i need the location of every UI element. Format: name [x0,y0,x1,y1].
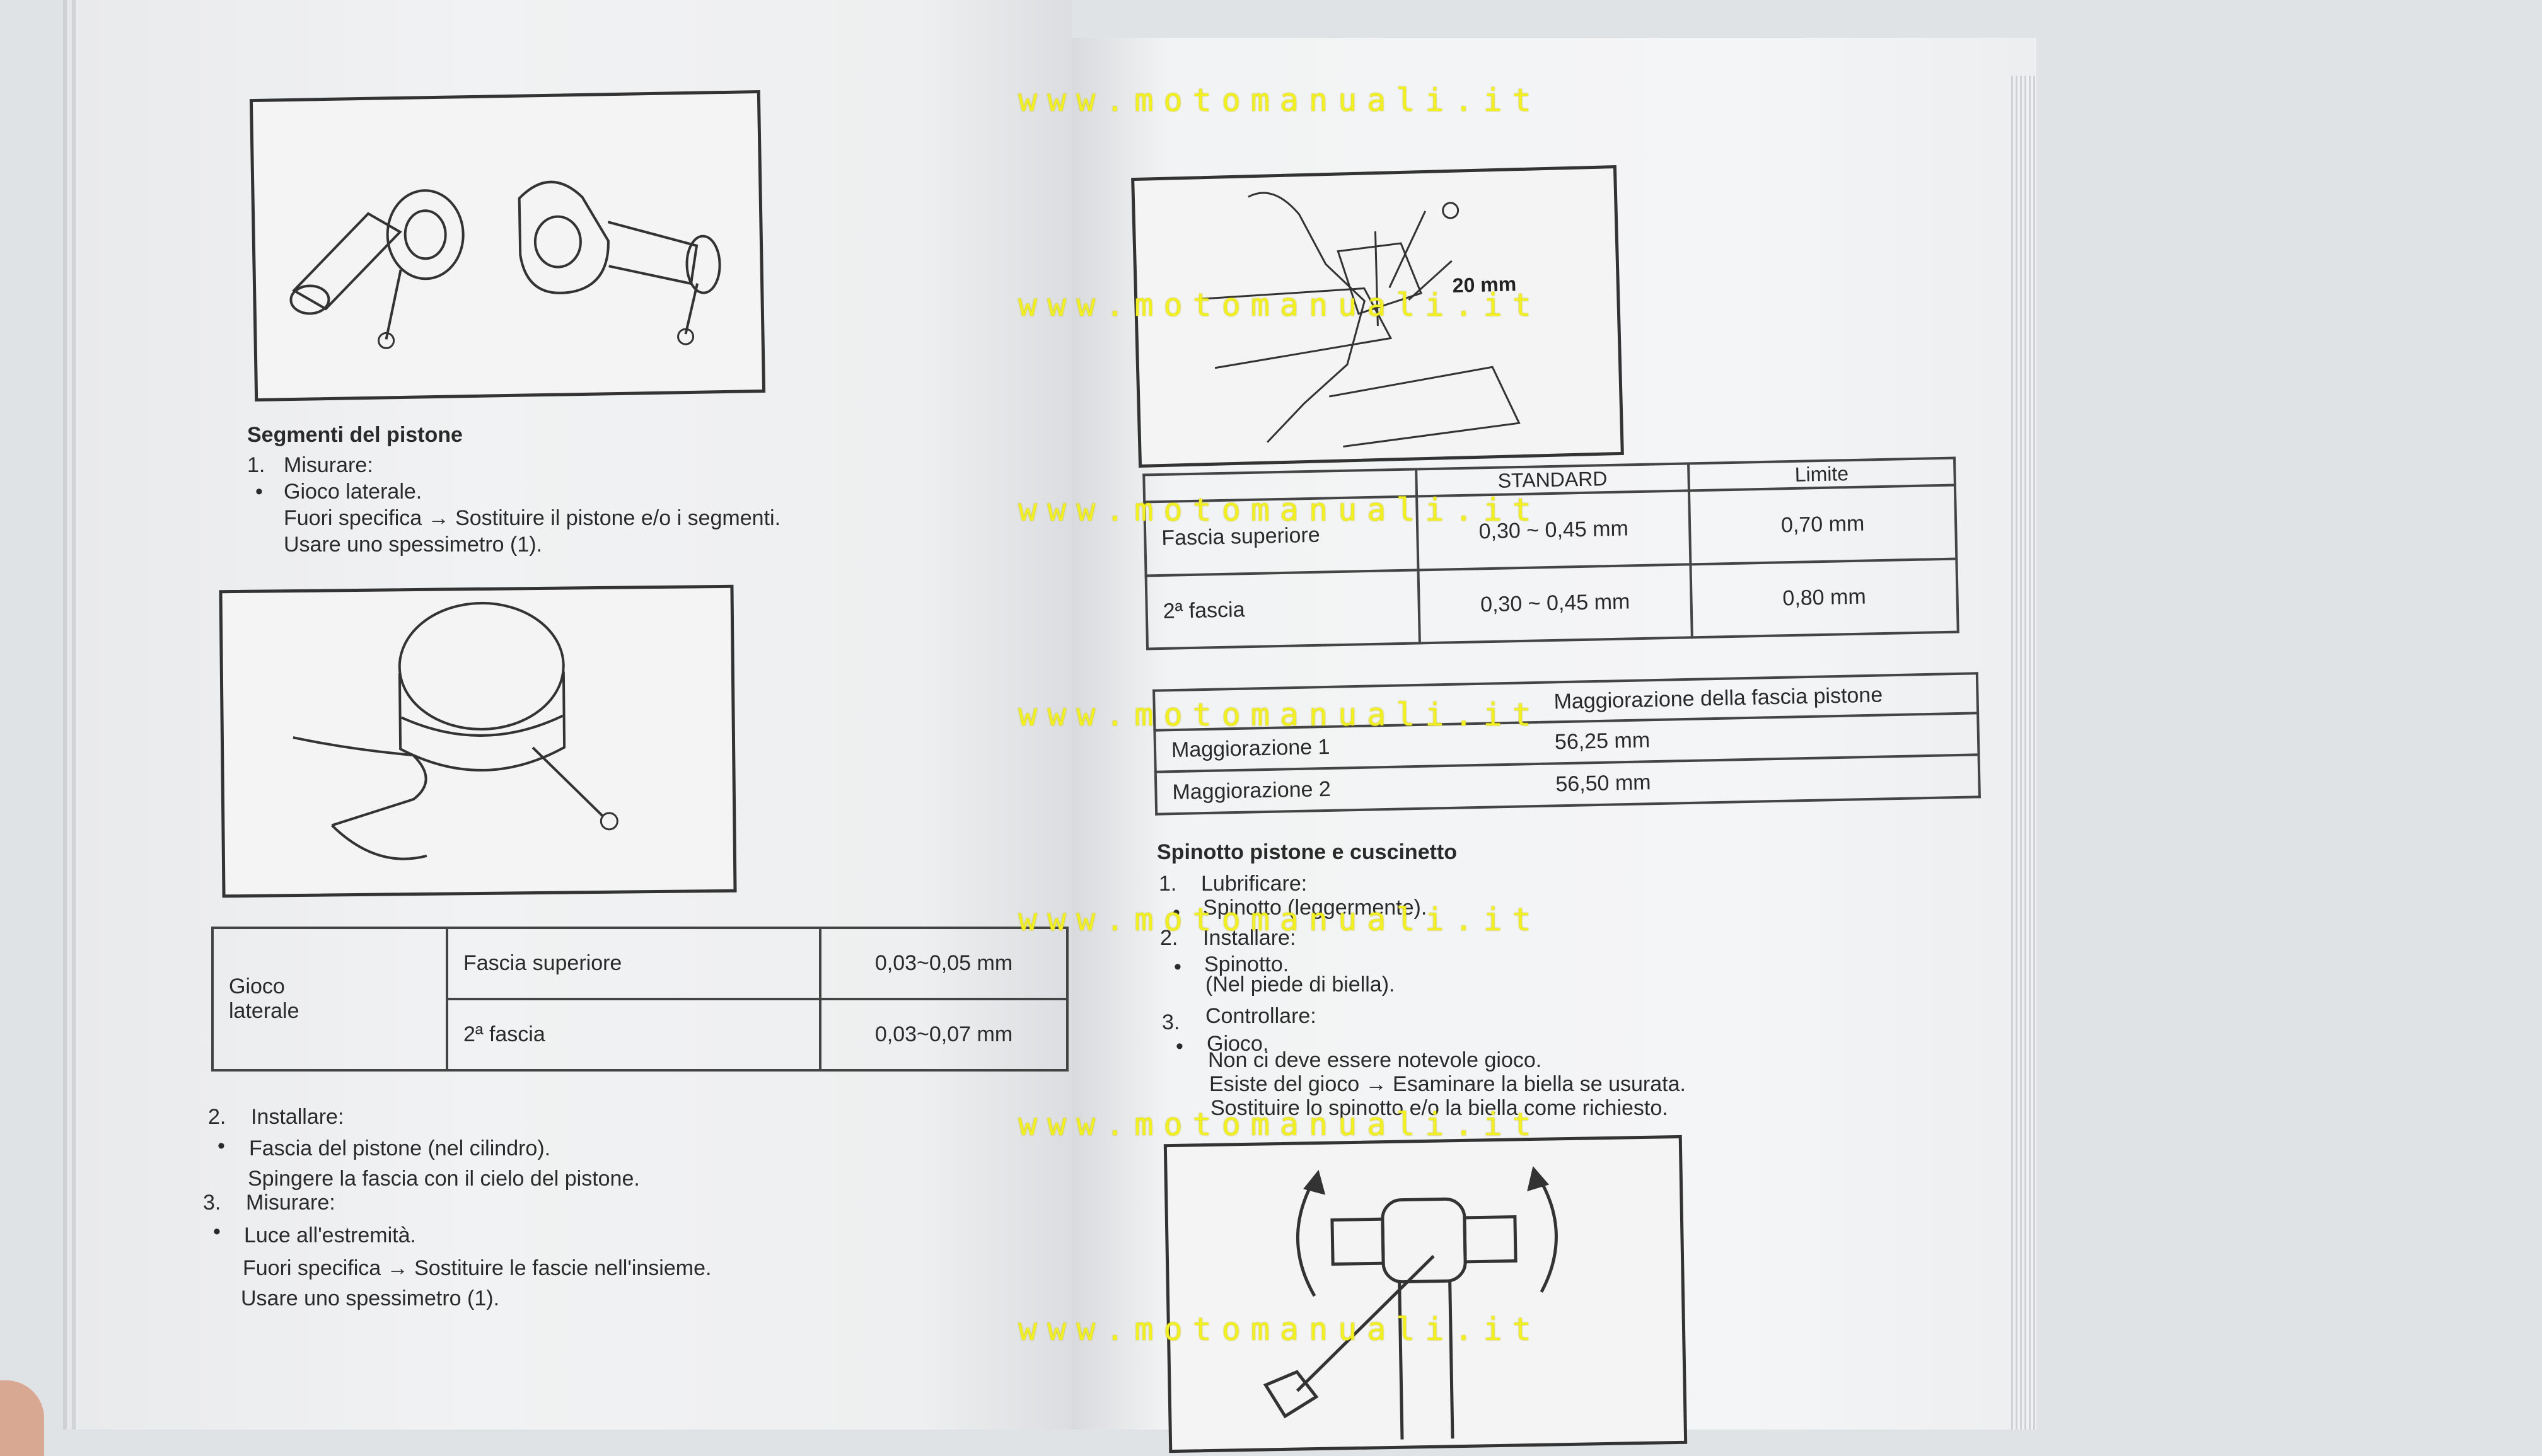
pin-play-figure [1163,1135,1688,1453]
step-number: 1. [1159,872,1177,896]
bullet-text: Gioco laterale. [284,480,422,504]
table-row-header: Gioco laterale [211,927,448,1072]
step-text: Controllare: [1205,1004,1316,1028]
pipe-figure [249,90,766,402]
bullet-icon: • [1174,955,1181,979]
table-cell-label: 2ª fascia [1146,570,1420,649]
table-cell-value: 0,80 mm [1690,558,1958,638]
bullet-text: Fuori specifica → Sostituire il pistone … [284,506,781,530]
table-cell-label: Fascia superiore [446,927,821,1000]
piston-drawing [293,601,618,860]
table-cell-value: 0,03~0,05 mm [819,927,1069,1000]
step-number: 1. [247,453,265,477]
bullet-text: Usare uno spessimetro (1). [284,533,543,557]
bullet-text: (Nel piede di biella). [1205,973,1395,997]
ring-position-figure: 20 mm [1131,165,1624,468]
bullet-text: Esiste del gioco → Esaminare la biella s… [1209,1072,1686,1096]
table-cell-value: 0,30 ~ 0,45 mm [1418,564,1692,644]
engine-drawing: 20 mm [1200,192,1521,448]
step-number: 2. [208,1105,226,1129]
step-text: Misurare: [284,453,373,477]
table-cell-value: 0,03~0,07 mm [819,998,1069,1072]
step-text: Lubrificare: [1201,872,1308,896]
bullet-icon: • [218,1134,225,1158]
bullet-icon: • [213,1220,221,1244]
watermark: www.motomanuali.it [1018,696,1541,733]
step-text: Installare: [1203,926,1296,950]
bullet-text: Luce all'estremità. [244,1223,416,1247]
bullet-icon: • [1176,1034,1183,1058]
step-text: Misurare: [246,1191,335,1215]
page-stack-edge [2011,76,2036,1430]
ring-gap-table: STANDARD Limite Fascia superiore 0,30 ~ … [1142,457,1959,650]
bullet-icon: • [255,480,263,504]
watermark: www.motomanuali.it [1018,492,1541,528]
bullet-text: Spinotto. [1204,952,1289,976]
step-number: 3. [203,1191,221,1215]
section-title: Segmenti del pistone [247,423,463,447]
oversize-table: Maggiorazione della fascia pistone Maggi… [1152,672,1981,815]
bullet-icon: • [1173,901,1180,925]
piston-figure [219,584,737,898]
watermark: www.motomanuali.it [1018,1106,1541,1143]
bullet-text: Non ci deve essere notevole gioco. [1208,1048,1542,1072]
step-text: Installare: [251,1105,344,1129]
table-cell-value: 56,50 mm [1540,754,1980,806]
watermark: www.motomanuali.it [1018,82,1541,118]
side-clearance-table: Gioco laterale Fascia superiore 0,03~0,0… [211,927,1069,1072]
bullet-text: Spingere la fascia con il cielo del pist… [248,1167,640,1191]
bullet-text: Fascia del pistone (nel cilindro). [249,1136,551,1160]
watermark: www.motomanuali.it [1018,1311,1541,1348]
step-number: 2. [1160,926,1178,950]
bullet-text: Gioco. [1207,1032,1269,1056]
table-cell-label: 2ª fascia [446,998,821,1072]
bullet-text: Usare uno spessimetro (1). [241,1286,500,1310]
section-title: Spinotto pistone e cuscinetto [1157,840,1458,864]
bullet-text: Sostituire lo spinotto e/o la biella com… [1210,1096,1668,1120]
watermark: www.motomanuali.it [1018,901,1541,938]
bullet-text: Spinotto (leggermente). [1203,896,1427,920]
table-cell-label: Maggiorazione 2 [1155,764,1541,814]
table-cell-value: 0,70 mm [1688,485,1957,565]
thumb [0,1380,44,1456]
pin-drawing [1263,1165,1558,1440]
figure-label: 20 mm [1452,272,1516,297]
step-number: 3. [1162,1010,1180,1034]
bullet-text: Fuori specifica → Sostituire le fascie n… [243,1256,712,1280]
pipe-drawing [289,180,721,349]
watermark: www.motomanuali.it [1018,287,1541,323]
